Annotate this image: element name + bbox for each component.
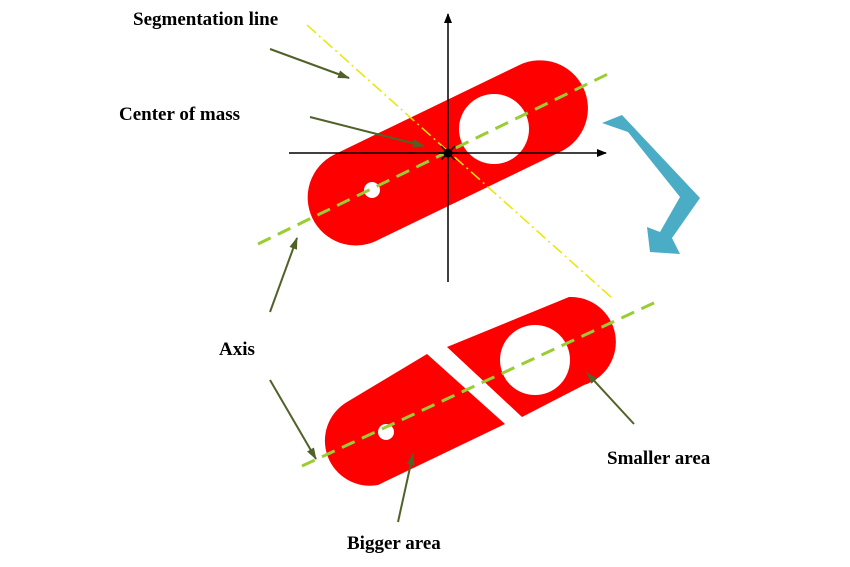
bottom-axis-line <box>301 300 657 468</box>
leader-arrows <box>269 48 635 523</box>
top-small-hole <box>364 182 380 198</box>
bigger-area-piece <box>324 354 505 486</box>
smaller-area-leader <box>586 372 635 425</box>
bottom-large-hole <box>500 325 570 395</box>
bottom-part <box>324 296 616 486</box>
smaller-area-label: Smaller area <box>607 448 711 469</box>
center-of-mass-leader <box>309 116 425 148</box>
axis-label: Axis <box>219 339 255 360</box>
axis-leader-top <box>269 237 298 313</box>
segmentation-line <box>306 24 613 299</box>
bigger-area-label: Bigger area <box>347 533 441 554</box>
center-of-mass-marker <box>438 145 458 161</box>
segmentation-line-leader <box>269 48 350 79</box>
axis-leader-bottom <box>269 379 317 460</box>
top-large-hole <box>459 94 529 164</box>
center-of-mass-label: Center of mass <box>119 104 240 125</box>
segmentation-line-label: Segmentation line <box>133 9 278 30</box>
bigger-area-leader <box>397 453 415 523</box>
rotation-arrow <box>602 115 700 254</box>
